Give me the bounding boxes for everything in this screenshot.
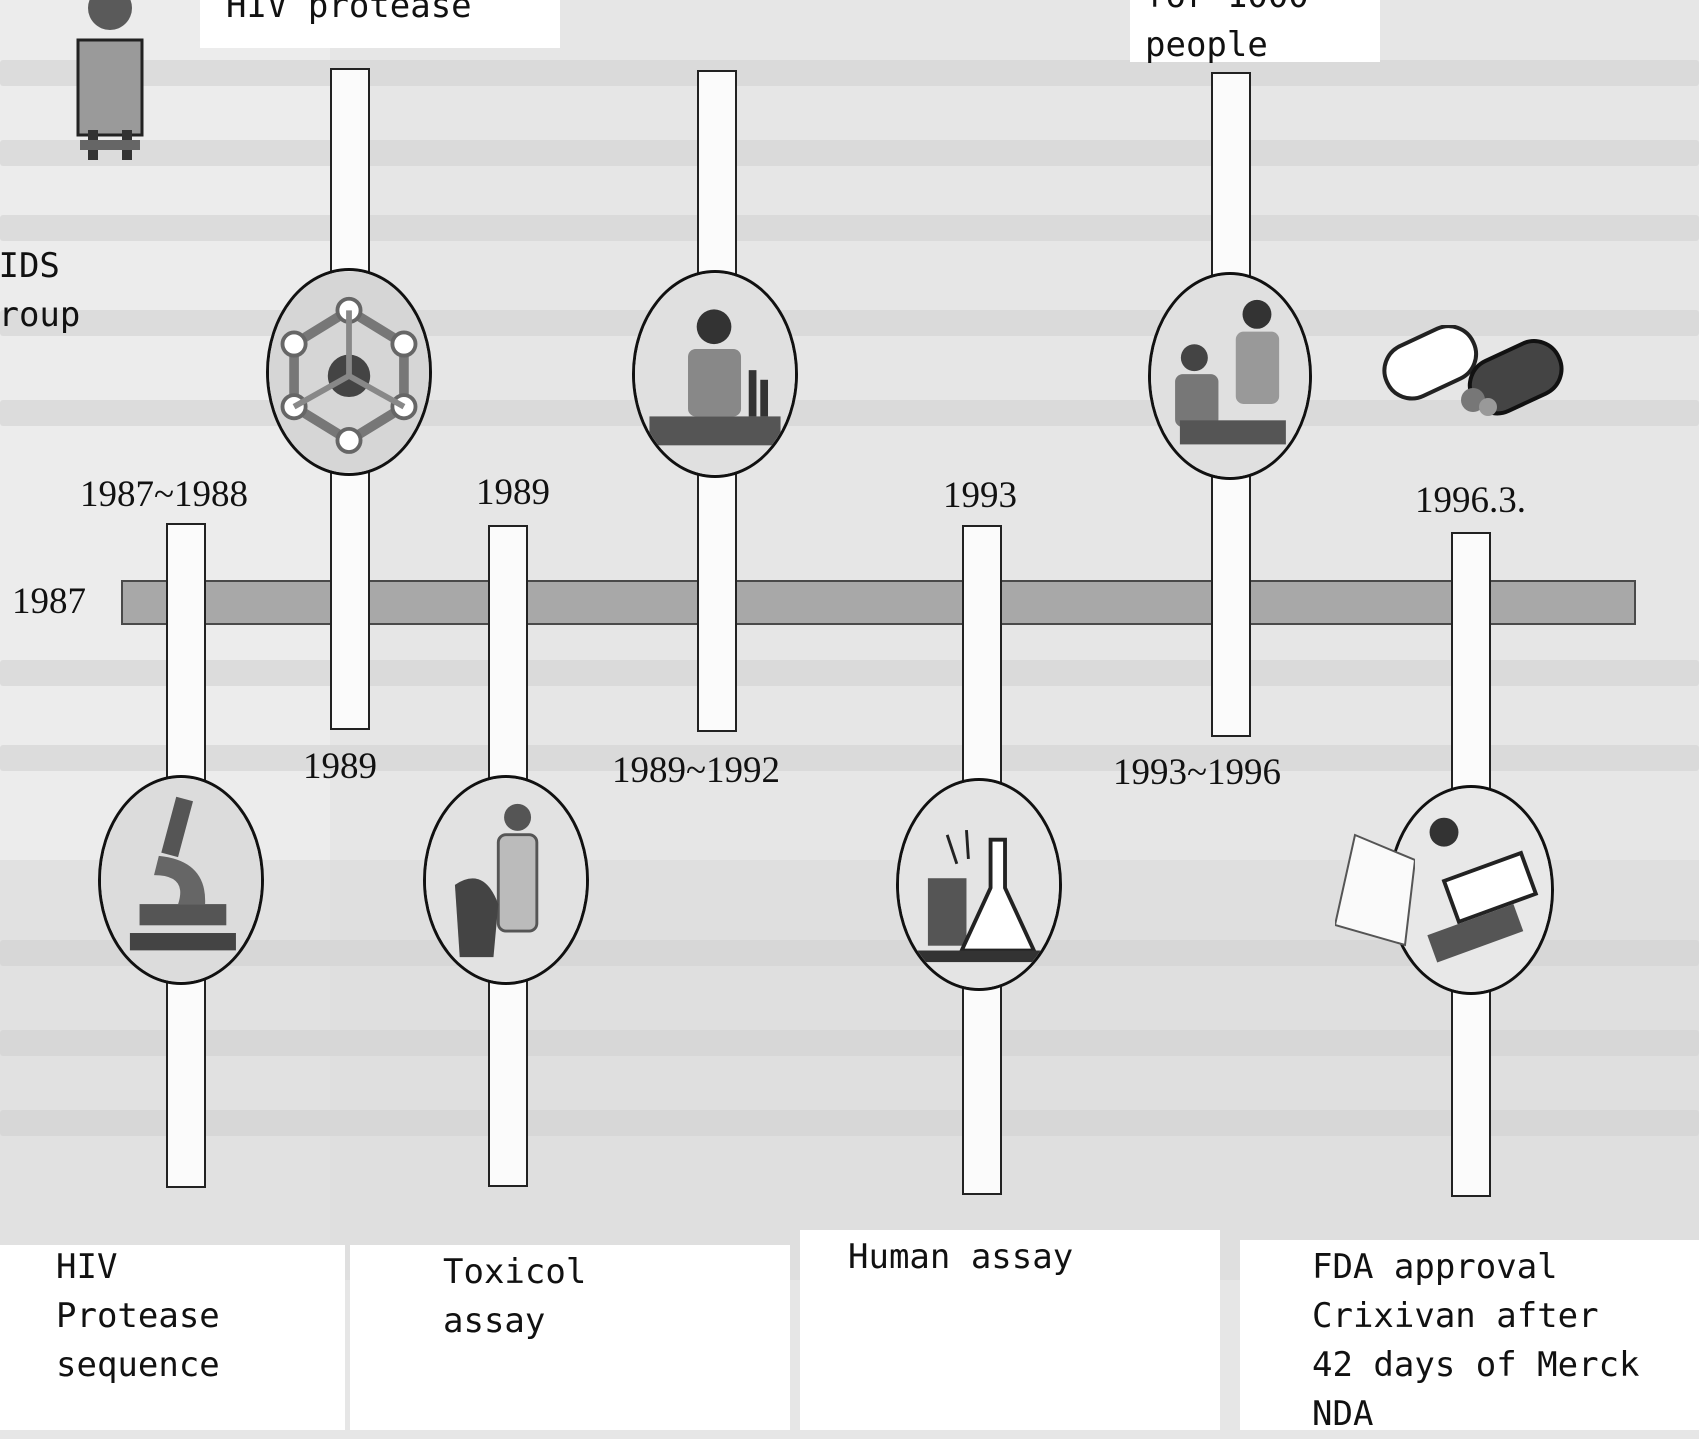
label-for-1000-people: for 1000 people: [1145, 0, 1309, 70]
year-label: 1993: [943, 477, 1017, 514]
year-label: 1993~1996: [1113, 754, 1281, 791]
capsule-icon: [1368, 325, 1573, 425]
background-text-line: [0, 215, 1699, 241]
scientist-icon: [632, 270, 798, 478]
flask-icon: [896, 778, 1062, 991]
background-text-line: [0, 745, 1699, 771]
label-hiv-protease: HIV protease: [226, 0, 472, 31]
background-text-line: [0, 1110, 1699, 1136]
label-toxicol-assay: Toxicol assay: [443, 1248, 586, 1346]
label-human-assay: Human assay: [848, 1233, 1073, 1282]
lab-researcher-icon: [423, 775, 589, 985]
microscope-icon: [98, 775, 264, 985]
label-aids-group: AIDS group: [0, 242, 80, 340]
background-text-line: [0, 1030, 1699, 1056]
year-label: 1996.3.: [1415, 482, 1526, 519]
background-text-line: [0, 60, 1699, 86]
year-label: 1987~1988: [80, 476, 248, 513]
paper-sheet-icon: [1335, 830, 1415, 950]
year-label: 1989: [303, 748, 377, 785]
label-fda-approval: FDA approval Crixivan after 42 days of M…: [1312, 1243, 1640, 1439]
year-label: 1989: [476, 474, 550, 511]
background-text-line: [0, 140, 1699, 166]
protease-molecule-icon: [266, 268, 432, 476]
background-text-line: [0, 660, 1699, 686]
person-figure-icon: [60, 0, 160, 170]
label-hiv-protease-sequence: HIV Protease sequence: [56, 1243, 220, 1390]
clinicians-icon: [1148, 272, 1312, 480]
year-label: 1989~1992: [612, 752, 780, 789]
timeline-start-year: 1987: [12, 583, 86, 620]
